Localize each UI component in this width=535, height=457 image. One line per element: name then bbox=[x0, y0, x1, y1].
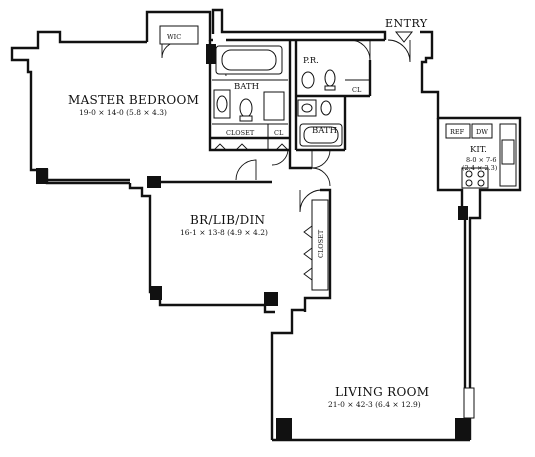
pr-closet-label: CL bbox=[352, 86, 362, 94]
br-closet-icon bbox=[311, 199, 329, 291]
kitchen-west-wall bbox=[436, 118, 464, 218]
toilet-icon bbox=[239, 98, 253, 118]
br-east-wall bbox=[303, 188, 332, 312]
exterior-walls bbox=[10, 8, 522, 442]
burner-icon bbox=[477, 170, 485, 178]
living-room-dims: 21-0 × 42-3 (6.4 × 12.9) bbox=[328, 400, 421, 409]
living-room-west-wall bbox=[270, 308, 305, 440]
second-bath-door[interactable] bbox=[311, 149, 331, 169]
master-bedroom-dims: 19-0 × 14-0 (5.8 × 4.3) bbox=[79, 108, 167, 117]
wall-corner-blocks bbox=[36, 44, 469, 440]
sink-icon bbox=[216, 95, 228, 113]
wic-label: WIC bbox=[167, 33, 181, 41]
br-lib-din-dims: 16-1 × 13-8 (4.9 × 4.2) bbox=[180, 228, 268, 237]
burner-icon bbox=[465, 179, 473, 187]
corner-block bbox=[264, 292, 278, 306]
br-closet-bifold bbox=[303, 247, 313, 261]
hall-wall bbox=[288, 150, 312, 170]
master-bedroom-name: MASTER BEDROOM bbox=[68, 93, 199, 107]
bath-toilet-icon bbox=[320, 100, 332, 116]
pr-toilet-icon bbox=[324, 69, 336, 87]
hall-door[interactable] bbox=[271, 149, 289, 166]
doors bbox=[161, 39, 411, 281]
kitchen-dims-line1: 8-0 × 7-6 bbox=[466, 156, 497, 164]
closet-bifold bbox=[275, 143, 289, 151]
entry-arrow-icon bbox=[394, 31, 414, 43]
dishwasher-icon bbox=[471, 123, 493, 139]
corner-block bbox=[150, 286, 162, 300]
dw-label: DW bbox=[476, 128, 488, 136]
pr-sink-icon bbox=[301, 71, 315, 89]
kitchen-sink-icon bbox=[501, 139, 515, 165]
br-closet-label: CLOSET bbox=[317, 229, 325, 258]
entry-label: ENTRY bbox=[385, 17, 428, 30]
corner-block bbox=[147, 176, 161, 188]
closet-bifold bbox=[235, 143, 249, 151]
bath-tub-basin-icon bbox=[303, 126, 339, 144]
shower-icon bbox=[263, 91, 285, 121]
burner-icon bbox=[465, 170, 473, 178]
labels: ENTRY WIC BATH P.R. CL BATH CLOSET CL KI… bbox=[68, 17, 498, 409]
closet-master-label: CLOSET bbox=[226, 129, 255, 137]
entry-door[interactable] bbox=[387, 39, 411, 63]
ref-label: REF bbox=[450, 128, 465, 136]
wic-box-icon bbox=[159, 25, 199, 45]
burner-icon bbox=[477, 179, 485, 187]
fixtures bbox=[159, 25, 517, 419]
living-room-name: LIVING ROOM bbox=[335, 385, 429, 399]
closet-bifold bbox=[213, 143, 227, 151]
br-closet-bifold bbox=[303, 267, 313, 281]
column-icon bbox=[463, 387, 475, 419]
corridor-north-wall bbox=[211, 8, 387, 40]
br-lib-din-name: BR/LIB/DIN bbox=[190, 213, 265, 227]
closet-hall-label: CL bbox=[274, 129, 284, 137]
refrigerator-icon bbox=[445, 123, 471, 139]
kitchen-dims-line2: (2.4 × 2.3) bbox=[462, 164, 498, 172]
bath-sink-bowl-icon bbox=[301, 103, 313, 113]
master-bedroom-door[interactable] bbox=[235, 159, 257, 181]
pr-label: P.R. bbox=[303, 56, 319, 66]
corner-block bbox=[458, 206, 468, 220]
corner-block bbox=[36, 168, 48, 184]
pr-door[interactable] bbox=[349, 39, 371, 61]
corner-block bbox=[455, 418, 469, 440]
master-bath-wall bbox=[208, 40, 290, 152]
kitchen-label: KIT. bbox=[470, 145, 487, 155]
tub-basin-icon bbox=[221, 49, 277, 71]
second-bath-label: BATH bbox=[312, 126, 337, 136]
br-closet-bifold bbox=[303, 225, 313, 239]
entry-east-wall bbox=[420, 30, 522, 440]
toilet-tank-icon bbox=[239, 115, 253, 122]
br-door[interactable] bbox=[299, 189, 323, 213]
pr-toilet-tank-icon bbox=[324, 85, 336, 91]
living-room-door[interactable] bbox=[311, 167, 331, 187]
interior-walls bbox=[48, 40, 372, 312]
master-bath-label: BATH bbox=[234, 82, 259, 92]
corner-block bbox=[276, 418, 292, 440]
